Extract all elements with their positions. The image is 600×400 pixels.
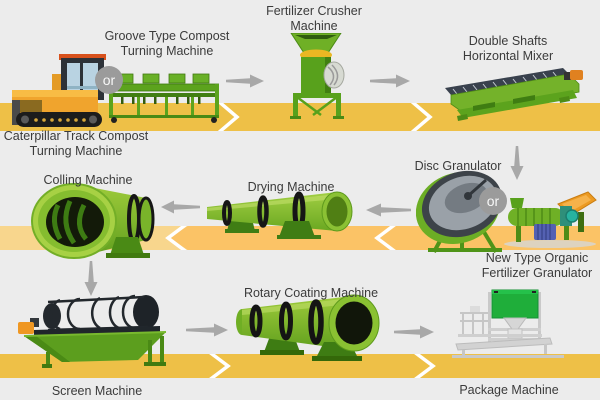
or-badge-granulator: or	[479, 187, 507, 215]
label-package-machine: Package Machine	[459, 383, 559, 397]
caterpillar-compost-turner-image	[12, 54, 106, 127]
disc-granulator-image	[416, 170, 503, 254]
arrow-mixer-to-granulator	[510, 146, 524, 180]
label-crusher-machine: Fertilizer Crusher Machine	[266, 4, 362, 33]
label-rotary-coating-machine: Rotary Coating Machine	[243, 286, 379, 300]
fertilizer-crusher-image	[290, 33, 345, 119]
new-type-granulator-image	[504, 191, 597, 248]
label-mixer-machine: Double Shafts Horizontal Mixer	[462, 34, 554, 63]
arrow-colling-to-screen	[84, 261, 98, 296]
label-colling-machine: Colling Machine	[43, 173, 133, 187]
label-groove-machine: Groove Type Compost Turning Machine	[104, 29, 230, 58]
label-screen-machine: Screen Machine	[51, 384, 143, 398]
or-badge-compost: or	[95, 66, 123, 94]
horizontal-mixer-image	[445, 68, 583, 121]
label-newtype-granulator: New Type Organic Fertilizer Granulator	[481, 251, 593, 280]
label-caterpillar-machine: Caterpillar Track Compost Turning Machin…	[3, 129, 149, 158]
arrow-screen-to-rotary	[186, 323, 228, 337]
groove-compost-turner-image	[109, 73, 219, 123]
screen-machine-image	[18, 294, 167, 368]
label-drying-machine: Drying Machine	[247, 180, 335, 194]
arrow-groove-to-crusher	[226, 74, 264, 88]
label-disc-granulator: Disc Granulator	[414, 159, 502, 173]
drying-machine-image	[207, 191, 353, 239]
arrow-crusher-to-mixer	[370, 74, 410, 88]
colling-machine-image	[31, 183, 155, 259]
arrow-granulator-to-drying	[366, 203, 411, 217]
arrow-drying-to-colling	[161, 200, 200, 214]
package-machine-image	[452, 289, 564, 358]
arrow-rotary-to-package	[394, 325, 434, 339]
rotary-coating-machine-image	[236, 294, 380, 361]
